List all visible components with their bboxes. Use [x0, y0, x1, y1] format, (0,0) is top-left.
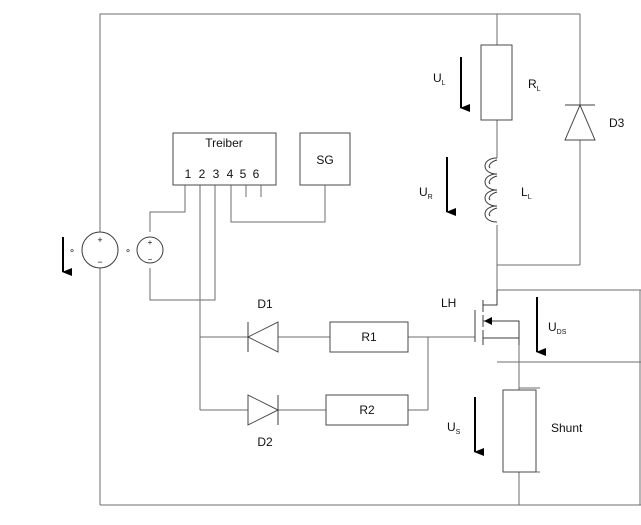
driver-box — [172, 132, 277, 186]
source-main-circle — [81, 231, 119, 269]
r1-label: R1 — [361, 330, 377, 344]
mosfet-lh: LH — [441, 290, 520, 345]
ur-label: UR — [419, 185, 433, 201]
source-main-minus: − — [97, 257, 102, 267]
source-driver-mark: ∘ — [125, 246, 131, 257]
r2-box — [325, 394, 409, 426]
resistor-r1: R1 — [329, 321, 409, 353]
driver-label: Treiber — [205, 136, 243, 150]
d2-triangle — [247, 394, 280, 426]
voltage-source-main: + − ∘ — [69, 231, 119, 269]
wire-pin4-sg — [230, 185, 326, 223]
diode-d3: D3 — [564, 103, 625, 141]
mosfet-arrow — [484, 317, 492, 325]
mosfet-drain-lead — [483, 290, 498, 306]
source-driver-plus: + — [148, 238, 153, 247]
rl-box — [480, 44, 513, 121]
d3-triangle — [564, 103, 596, 141]
inductor-coil — [484, 157, 498, 223]
driver-pin-2: 2 — [199, 167, 206, 181]
d2-label: D2 — [257, 435, 273, 449]
inductor-arcs — [488, 159, 498, 217]
r2-label: R2 — [359, 403, 375, 417]
rl-label: RL — [528, 77, 541, 93]
mosfet-body-lead — [483, 320, 520, 345]
r1-box — [329, 321, 409, 353]
diode-d1: D1 — [246, 297, 279, 353]
wire-top — [99, 13, 580, 232]
uds-label: UDS — [548, 320, 567, 336]
load-resistor: RL — [480, 44, 541, 121]
ul-label: UL — [433, 71, 446, 87]
shunt-label: Shunt — [551, 421, 583, 435]
source-driver-circle — [136, 236, 164, 264]
signal-generator: SG — [299, 132, 351, 186]
us-label: US — [447, 420, 461, 436]
wires — [99, 13, 641, 506]
d1-triangle — [246, 321, 279, 353]
source-main-plus: + — [97, 235, 102, 245]
load-inductor: LL — [484, 157, 532, 223]
voltage-source-driver: + − ∘ — [125, 236, 164, 264]
driver-pin-1: 1 — [185, 167, 192, 181]
voltage-arrows: UL UR UDS US — [62, 57, 567, 456]
driver-pin-6: 6 — [253, 167, 260, 181]
wire-pin1-source — [149, 185, 186, 232]
ll-label: LL — [521, 185, 532, 201]
d3-label: D3 — [609, 116, 625, 130]
resistor-r2: R2 — [325, 394, 409, 426]
driver-pin-5: 5 — [240, 167, 247, 181]
lh-label: LH — [441, 296, 456, 310]
wire-pin2-source — [149, 185, 216, 301]
shunt-box — [502, 389, 537, 473]
source-driver-minus: − — [148, 255, 153, 264]
driver-pin-3: 3 — [213, 167, 220, 181]
wire-gate — [408, 336, 429, 410]
sg-box — [299, 132, 351, 186]
source-main-mark: ∘ — [69, 246, 75, 257]
driver-pin-4: 4 — [227, 167, 234, 181]
driver-block: Treiber 1 2 3 4 5 6 — [172, 132, 277, 186]
sg-label: SG — [316, 153, 333, 167]
diode-d2: D2 — [247, 394, 280, 449]
shunt-resistor: Shunt — [502, 389, 583, 473]
d1-label: D1 — [257, 297, 273, 311]
